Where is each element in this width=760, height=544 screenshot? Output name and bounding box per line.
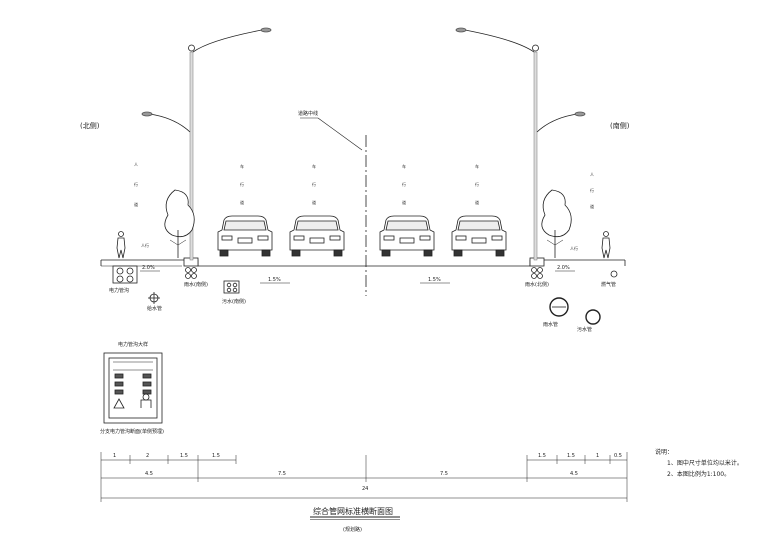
left-slope-label: 2.0%	[142, 265, 155, 271]
dim-mid-2: 7.5	[278, 471, 286, 477]
detail-title: 电力管沟大样	[118, 341, 148, 348]
lane4-v3: 道	[475, 199, 479, 205]
dim-5: 1.5	[538, 453, 546, 459]
gas-pipe	[610, 270, 618, 278]
lane2-v3: 道	[312, 199, 316, 205]
dim-mid-4: 4.5	[570, 471, 578, 477]
left-side-label: (北侧)	[80, 121, 100, 130]
drawing-title: 综合管网标准横断面图	[313, 506, 393, 516]
left-tree	[164, 189, 195, 258]
gas-pipe-label: 燃气管	[601, 281, 616, 288]
sewer-left-label: 污水(南侧)	[222, 298, 246, 305]
left-walk-v3: 道	[134, 201, 138, 207]
sewer-pipe	[585, 309, 601, 325]
lane3-v3: 道	[402, 199, 406, 205]
lane1-v1: 车	[240, 163, 244, 169]
water-pipe	[148, 292, 160, 304]
right-walk-tag: 人行	[570, 245, 578, 251]
notes-block: 说明： 1、图中尺寸单位均以米计。 2、本图比例为1:100。	[655, 447, 743, 480]
right-walk-v2: 行	[590, 187, 594, 193]
left-pipe-cluster	[185, 267, 197, 279]
telecom-duct	[223, 280, 240, 294]
left-lane-slope-label: 1.5%	[268, 277, 281, 283]
right-pipe-cluster	[531, 267, 543, 279]
detail-caption: 分支电力管沟断面(单侧预埋)	[100, 428, 164, 435]
note-item-2: 2、本图比例为1:100。	[667, 471, 731, 478]
centerline-label: 道路中线	[298, 110, 318, 117]
dim-3: 1.5	[180, 453, 188, 459]
lane2-v1: 车	[312, 163, 316, 169]
rain-right-label: 雨水(北侧)	[525, 281, 549, 288]
car-2	[289, 215, 345, 257]
right-walk-v3: 道	[590, 203, 594, 209]
detail-drawing	[103, 352, 163, 424]
dimension-lines	[100, 452, 628, 502]
dim-2: 2	[146, 453, 149, 459]
power-duct	[112, 265, 138, 284]
power-duct-label: 电力管沟	[109, 287, 129, 294]
right-walk-v1: 人	[590, 172, 594, 177]
centerline-leader	[317, 117, 363, 151]
right-lane-slope-label: 1.5%	[428, 277, 441, 283]
sewer-pipe-label: 污水管	[577, 326, 592, 333]
lane3-v2: 行	[402, 181, 406, 187]
drawing-subtitle: (规划路)	[343, 526, 362, 533]
dim-mid-3: 7.5	[440, 471, 448, 477]
dim-8: 0.5	[614, 453, 622, 459]
left-street-light	[141, 27, 272, 261]
lane3-v1: 车	[402, 163, 406, 169]
right-pedestrian	[601, 231, 611, 259]
dim-6: 1.5	[567, 453, 575, 459]
rain-left-label: 雨水(南侧)	[184, 281, 208, 288]
left-walk-v2: 行	[134, 181, 138, 187]
rain-pipe	[549, 297, 569, 317]
right-street-light	[455, 27, 586, 261]
lane4-v2: 行	[475, 181, 479, 187]
note-item-1: 1、图中尺寸单位均以米计。	[667, 460, 743, 467]
notes-heading: 说明：	[655, 449, 674, 456]
dim-7: 1	[596, 453, 599, 459]
lane4-v1: 车	[475, 163, 479, 169]
left-walk-v1: 人	[134, 162, 138, 167]
dim-1: 1	[113, 453, 116, 459]
water-pipe-label: 给水管	[147, 305, 162, 312]
right-side-label: (南侧)	[610, 121, 630, 130]
lane1-v3: 道	[240, 199, 244, 205]
right-slope-label: 2.0%	[557, 265, 570, 271]
lane1-v2: 行	[240, 181, 244, 187]
car-4	[451, 215, 507, 257]
dim-total: 24	[362, 486, 368, 492]
left-pedestrian	[116, 231, 126, 259]
left-walk-tag: 人行	[141, 242, 149, 248]
right-tree	[541, 189, 572, 258]
lane2-v2: 行	[312, 181, 316, 187]
car-3	[379, 215, 435, 257]
rain-pipe-label: 雨水管	[543, 321, 558, 328]
car-1	[217, 215, 273, 257]
dim-4: 1.5	[212, 453, 220, 459]
ground-line	[101, 259, 625, 267]
dim-mid-1: 4.5	[145, 471, 153, 477]
